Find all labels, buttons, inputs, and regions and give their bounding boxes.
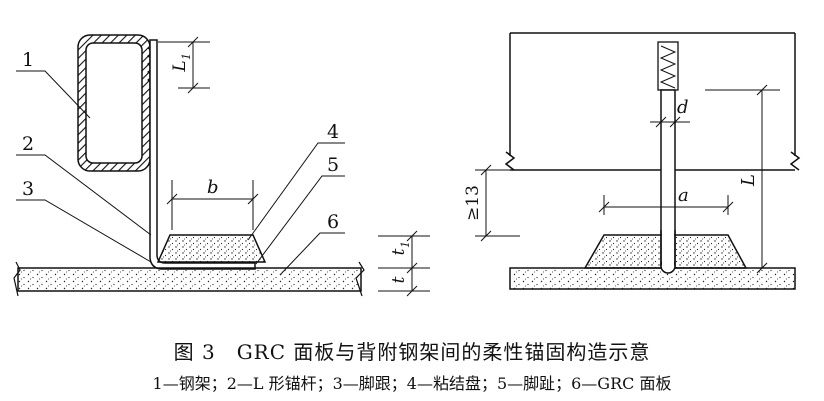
break-mark [355, 261, 365, 297]
grc-panel-right [509, 267, 796, 290]
svg-text:t: t [389, 248, 409, 255]
figure-caption: 图 3 GRC 面板与背附钢架间的柔性锚固构造示意 [173, 340, 651, 364]
grc-panel [17, 267, 362, 292]
label-b: b [207, 177, 219, 198]
svg-text:t: t [389, 276, 409, 283]
steel-frame [77, 34, 151, 172]
label-t1: t 1 [389, 241, 412, 255]
label-l1: L 1 [170, 53, 193, 73]
dim-l1 [158, 36, 210, 94]
right-detail: d a L ≥13 [463, 32, 801, 290]
steel-frame-outline [504, 32, 801, 171]
svg-text:1: 1 [399, 241, 412, 248]
callout-2: 2 [22, 133, 34, 155]
label-min13: ≥13 [463, 185, 483, 221]
dim-d [650, 116, 690, 128]
svg-text:L: L [738, 174, 759, 187]
svg-text:1: 1 [180, 53, 193, 60]
callout-5: 5 [327, 154, 339, 176]
dim-a [598, 195, 734, 215]
dim-min13 [475, 164, 520, 242]
l-anchor-rod [149, 39, 256, 270]
dim-t [378, 230, 430, 297]
label-t: t [389, 276, 409, 283]
label-d: d [677, 97, 689, 118]
callout-1: 1 [22, 49, 34, 71]
left-detail: 1 2 3 4 5 6 L 1 b t 1 t [13, 34, 430, 297]
leader-lines [16, 70, 345, 276]
callout-6: 6 [327, 211, 339, 233]
callout-4: 4 [327, 121, 339, 143]
break-mark [13, 261, 21, 297]
label-a: a [678, 185, 689, 206]
svg-text:≥13: ≥13 [463, 185, 483, 221]
callout-3: 3 [22, 178, 34, 200]
svg-text:L: L [170, 60, 190, 72]
dim-b [166, 180, 259, 230]
figure-legend: 1—钢架；2—L 形锚杆；3—脚跟；4—粘结盘；5—脚趾；6—GRC 面板 [152, 374, 672, 393]
label-l: L [738, 174, 759, 187]
anchor-diagram: 1 2 3 4 5 6 L 1 b t 1 t [13, 32, 801, 297]
dim-l [705, 84, 780, 274]
bonding-pad [156, 234, 267, 263]
